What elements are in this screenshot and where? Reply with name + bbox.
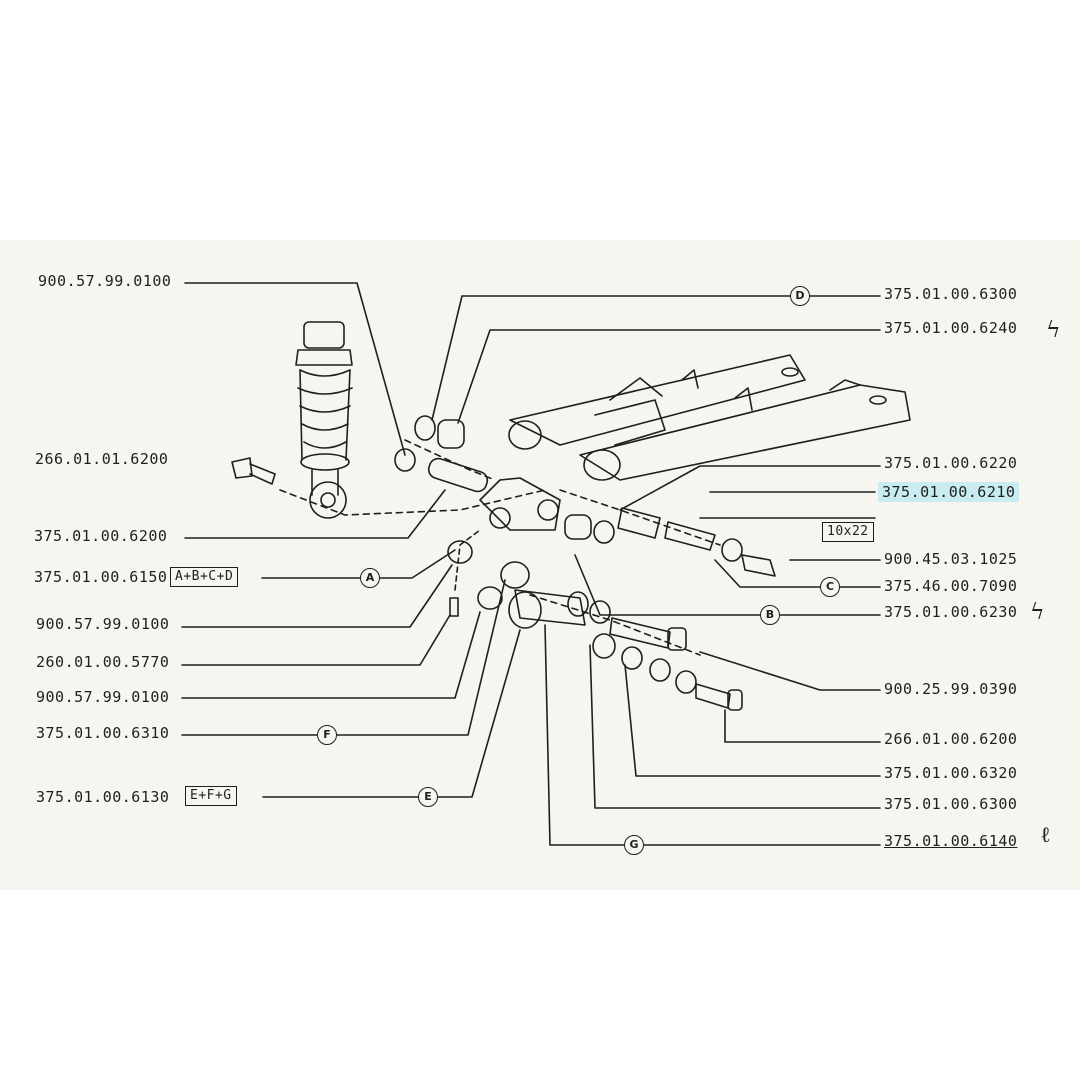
part-label-highlighted: 375.01.00.6210 <box>878 482 1020 502</box>
revision-mark-icon: ℓ <box>1040 823 1051 848</box>
part-label: 375.01.00.6140 <box>884 832 1018 850</box>
part-label: 375.01.00.6320 <box>884 764 1018 782</box>
callout-f: F <box>317 725 337 745</box>
part-label: 266.01.00.6200 <box>884 730 1018 748</box>
callout-c: C <box>820 577 840 597</box>
part-label: 375.01.00.6130 <box>36 788 170 806</box>
part-label: 900.57.99.0100 <box>36 615 170 633</box>
part-label: 375.01.00.6310 <box>36 724 170 742</box>
callout-e: E <box>418 787 438 807</box>
diagram-sheet <box>0 240 1080 890</box>
part-label: 900.45.03.1025 <box>884 550 1018 568</box>
assembly-note: E+F+G <box>185 786 237 806</box>
part-label: 375.01.00.6200 <box>34 527 168 545</box>
callout-a: A <box>360 568 380 588</box>
callout-d: D <box>790 286 810 306</box>
part-label: 900.57.99.0100 <box>38 272 172 290</box>
part-label: 375.01.00.6150 <box>34 568 168 586</box>
part-label: 900.25.99.0390 <box>884 680 1018 698</box>
callout-b: B <box>760 605 780 625</box>
part-label: 375.01.00.6300 <box>884 285 1018 303</box>
revision-mark-icon: ϟ <box>1046 318 1061 343</box>
part-label: 900.57.99.0100 <box>36 688 170 706</box>
part-label: 260.01.00.5770 <box>36 653 170 671</box>
callout-g: G <box>624 835 644 855</box>
part-label: 375.01.00.6240 <box>884 319 1018 337</box>
assembly-note: A+B+C+D <box>170 567 239 587</box>
part-label: 375.01.00.6230 <box>884 603 1018 621</box>
part-label: 266.01.01.6200 <box>35 450 169 468</box>
size-note: 10x22 <box>822 522 874 542</box>
part-label: 375.01.00.6300 <box>884 795 1018 813</box>
revision-mark-icon: ϟ <box>1030 600 1045 625</box>
part-label: 375.01.00.6220 <box>884 454 1018 472</box>
part-label: 375.46.00.7090 <box>884 577 1018 595</box>
